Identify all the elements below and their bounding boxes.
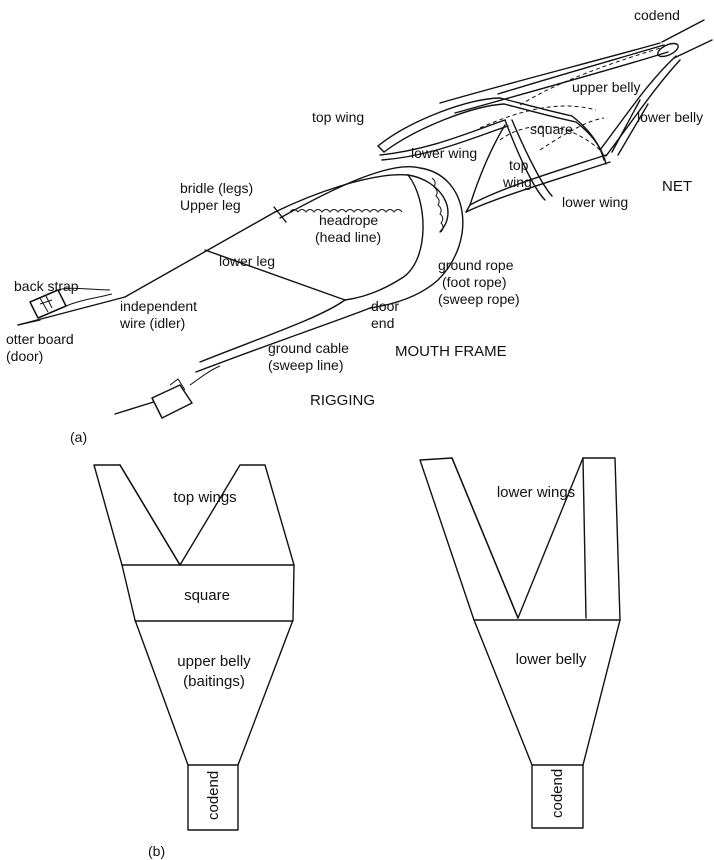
label-ground-rope-line3: (sweep rope) xyxy=(438,291,520,307)
otter-board-upper xyxy=(29,287,113,319)
label-otter-board-line2: (door) xyxy=(6,348,43,364)
label-ground-cable-line1: ground cable xyxy=(268,340,349,356)
label-top-wing-2-line1: top xyxy=(509,157,529,173)
label-codend: codend xyxy=(634,7,680,23)
mouth-frame xyxy=(273,166,464,309)
label-codend-bottom: codend xyxy=(549,769,566,818)
rigging-lines xyxy=(17,211,371,415)
label-door-end-line1: door xyxy=(371,298,399,314)
otter-board-lower xyxy=(151,365,221,419)
label-top-wings: top wings xyxy=(173,489,236,506)
label-independent-wire-line2: wire (idler) xyxy=(119,315,185,331)
label-door-end-line2: end xyxy=(371,315,394,331)
label-bridle-line2: Upper leg xyxy=(180,197,241,213)
label-otter-board-line1: otter board xyxy=(6,331,74,347)
part-a-labels: codend upper belly lower belly top wing … xyxy=(6,7,703,445)
label-headrope-line1: headrope xyxy=(319,212,378,228)
label-lower-belly-b: lower belly xyxy=(516,651,587,668)
part-a-perspective-view: codend upper belly lower belly top wing … xyxy=(6,7,713,445)
top-wing-upper xyxy=(377,97,577,153)
label-square-b: square xyxy=(184,587,230,604)
label-top-wing-2-line2: wing xyxy=(502,174,532,190)
label-independent-wire-line1: independent xyxy=(120,298,197,314)
label-mouth-frame: MOUTH FRAME xyxy=(395,343,507,360)
lower-wing-right xyxy=(465,124,611,213)
label-net: NET xyxy=(662,178,692,195)
label-headrope-line2: (head line) xyxy=(315,229,381,245)
panel-label-a: (a) xyxy=(70,429,87,445)
label-square: square xyxy=(530,121,573,137)
label-lower-wings: lower wings xyxy=(497,484,575,501)
label-upper-belly-line2: (baitings) xyxy=(183,673,245,690)
label-lower-belly: lower belly xyxy=(637,109,703,125)
label-lower-wing: lower wing xyxy=(411,145,477,161)
label-lower-leg: lower leg xyxy=(219,253,275,269)
label-rigging: RIGGING xyxy=(310,392,375,409)
label-ground-cable-line2: (sweep line) xyxy=(268,357,343,373)
label-upper-belly: upper belly xyxy=(572,79,641,95)
label-top-wing: top wing xyxy=(312,109,364,125)
label-back-strap: back strap xyxy=(14,278,79,294)
net-body xyxy=(439,42,681,157)
lower-wing-left xyxy=(379,119,509,161)
label-bridle-line1: bridle (legs) xyxy=(180,180,253,196)
label-codend-top: codend xyxy=(205,771,222,820)
label-lower-wing-2: lower wing xyxy=(562,194,628,210)
label-ground-rope-line1: ground rope xyxy=(438,257,514,273)
bottom-panel: lower wings lower belly codend xyxy=(419,457,621,829)
panel-label-b: (b) xyxy=(148,843,165,859)
top-panel: top wings square upper belly (baitings) … xyxy=(93,464,295,831)
part-b-panels: top wings square upper belly (baitings) … xyxy=(93,457,621,859)
label-upper-belly-line1: upper belly xyxy=(177,653,251,670)
label-ground-rope-line2: (foot rope) xyxy=(442,274,507,290)
